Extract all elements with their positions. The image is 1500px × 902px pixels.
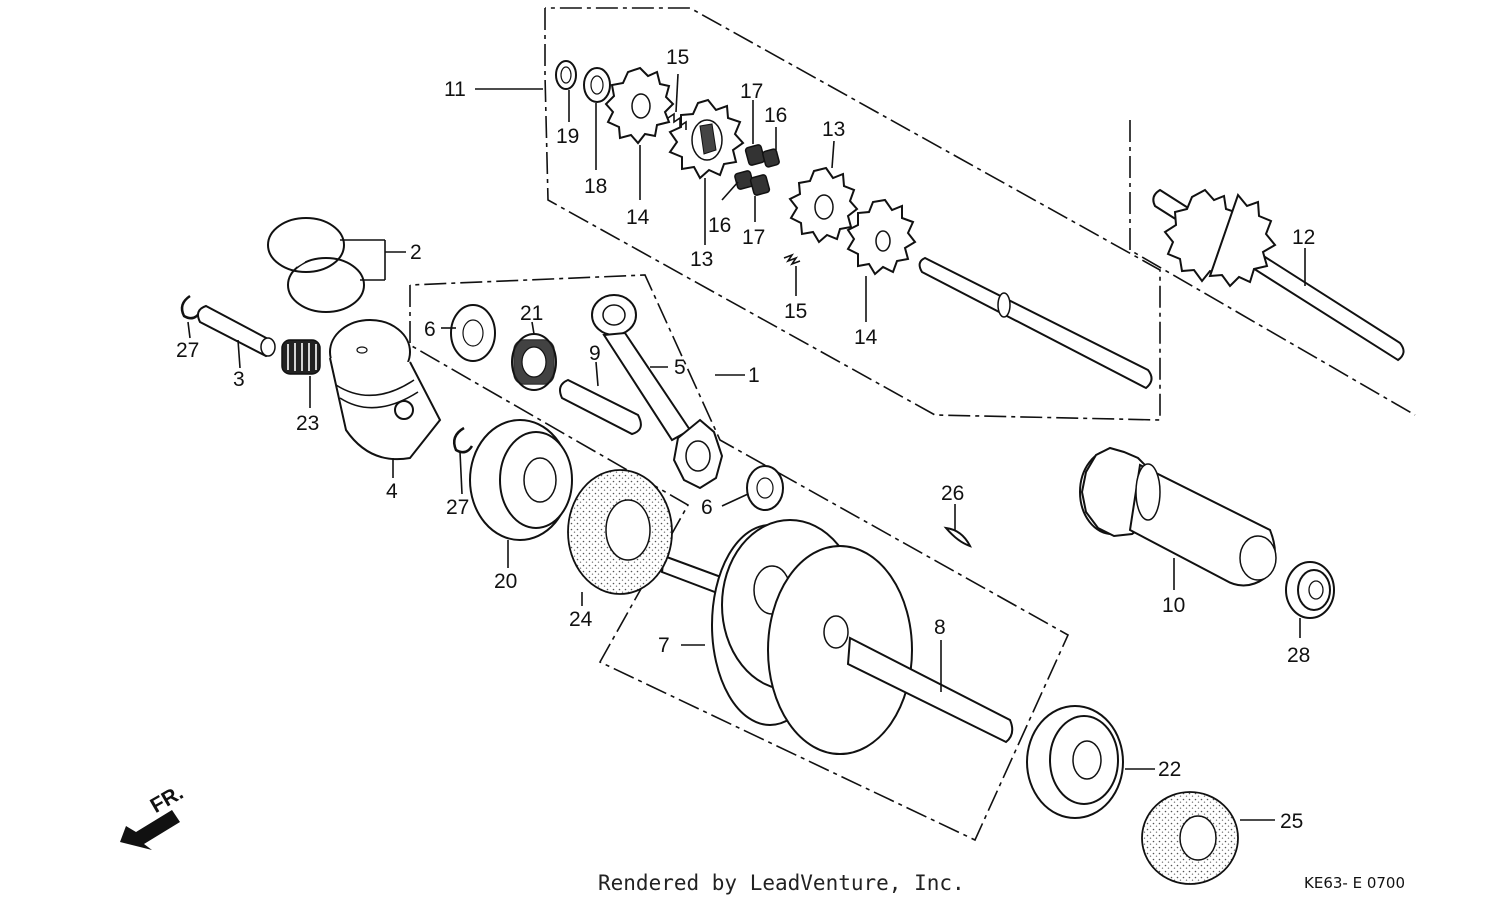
label-13a: 13 <box>690 248 713 271</box>
label-27b: 27 <box>446 496 469 519</box>
label-18: 18 <box>584 175 607 198</box>
circlip-27-left <box>180 294 202 320</box>
piston-pin-3 <box>197 304 276 358</box>
label-7: 7 <box>658 634 670 657</box>
leader-lines <box>187 73 1306 821</box>
needle-bearing-21 <box>511 333 557 391</box>
woodruff-key-26 <box>943 526 972 548</box>
label-12: 12 <box>1292 226 1315 249</box>
gear-14-lower <box>846 198 917 276</box>
label-11: 11 <box>444 78 466 101</box>
gear-13-upper <box>668 98 745 180</box>
label-13b: 13 <box>822 118 845 141</box>
ball-bearing-20 <box>469 419 573 541</box>
label-6a: 6 <box>424 318 436 341</box>
spring-16-upper <box>762 148 780 168</box>
label-21: 21 <box>520 302 543 325</box>
connecting-rod-5 <box>591 294 724 490</box>
ball-bearing-28 <box>1285 561 1335 619</box>
label-10: 10 <box>1162 594 1185 617</box>
diagram-code: KE63- E 0700 <box>1304 874 1405 892</box>
washer-18 <box>583 67 611 103</box>
front-direction-arrow: FR. <box>120 781 187 850</box>
dog-17-upper <box>744 144 766 166</box>
label-27a: 27 <box>176 339 199 362</box>
piston-rings-2 <box>267 217 365 313</box>
label-25: 25 <box>1280 810 1303 833</box>
gear-13-lower <box>788 166 859 244</box>
label-5: 5 <box>674 356 686 379</box>
label-14a: 14 <box>626 206 650 229</box>
label-28: 28 <box>1287 644 1310 667</box>
label-15b: 15 <box>784 300 807 323</box>
assembly-outline-11 <box>544 7 1161 421</box>
label-24: 24 <box>569 608 593 631</box>
crankshaft-7-8 <box>660 519 1014 755</box>
oil-seal-25 <box>1141 791 1239 885</box>
label-14b: 14 <box>854 326 878 349</box>
label-6b: 6 <box>701 496 713 519</box>
spring-15-upper <box>667 112 687 130</box>
circlip-27-center <box>453 426 474 454</box>
label-8: 8 <box>934 616 946 639</box>
ball-bearing-22 <box>1026 705 1124 819</box>
label-20: 20 <box>494 570 517 593</box>
needle-bearing-23 <box>281 339 321 375</box>
label-2: 2 <box>410 241 422 264</box>
gear-14-upper <box>604 66 675 145</box>
crank-pin-9 <box>559 378 642 436</box>
label-1: 1 <box>748 364 760 387</box>
thrust-washer-6-upper <box>450 304 496 362</box>
spring-17-lower <box>749 174 771 196</box>
label-17a: 17 <box>740 80 763 103</box>
front-arrow-label: FR. <box>147 781 188 818</box>
label-9: 9 <box>589 342 601 365</box>
thrust-washer-6-lower <box>746 465 784 511</box>
callout-labels: 11 12 19 18 14 15 13 17 16 13 16 17 15 1… <box>176 46 1315 833</box>
shaft-upper <box>918 256 1153 390</box>
spring-15-lower <box>783 253 801 266</box>
label-23: 23 <box>296 412 319 435</box>
oil-seal-24 <box>567 469 673 595</box>
assembly-outline-12 <box>1129 120 1416 416</box>
label-26: 26 <box>941 482 964 505</box>
footer-credit: Rendered by LeadVenture, Inc. <box>598 871 965 895</box>
label-3: 3 <box>233 368 245 391</box>
gear-sleeve-10 <box>1079 446 1277 587</box>
label-4: 4 <box>386 480 398 503</box>
label-16a: 16 <box>764 104 787 127</box>
piston-4 <box>329 319 442 461</box>
label-22: 22 <box>1158 758 1181 781</box>
circlip-19 <box>555 60 577 90</box>
shaft-12 <box>1152 188 1405 362</box>
label-16b: 16 <box>708 214 731 237</box>
label-15a: 15 <box>666 46 689 69</box>
assembly-outline-1 <box>409 274 1070 842</box>
label-17b: 17 <box>742 226 765 249</box>
label-19: 19 <box>556 125 579 148</box>
